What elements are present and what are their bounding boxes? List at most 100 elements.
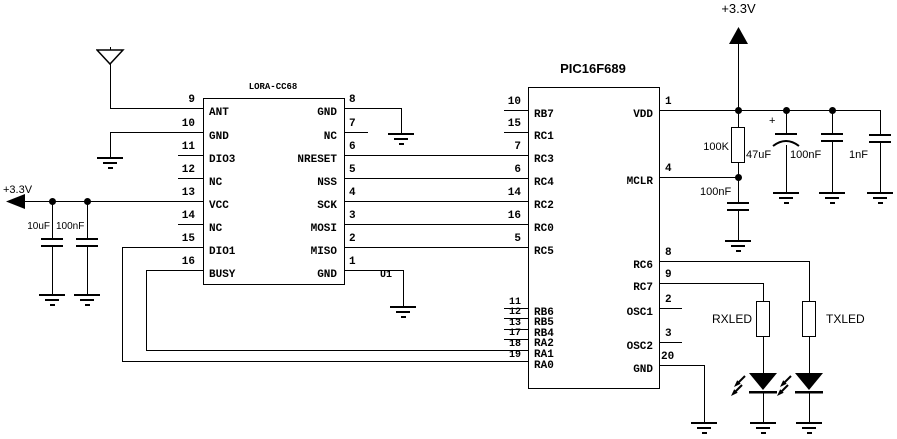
capacitor-plate <box>821 140 843 142</box>
pin-label: RC4 <box>534 177 554 189</box>
wire <box>401 108 402 133</box>
ground-icon <box>390 306 416 318</box>
pullup-resistor-body <box>731 127 745 163</box>
pin-label: SCK <box>317 200 337 212</box>
tx-led-resistor-body <box>802 301 816 337</box>
lora-module-body <box>203 98 345 285</box>
pin-label: MOSI <box>310 223 337 235</box>
wire <box>110 132 111 157</box>
pin-label: VDD <box>633 109 653 121</box>
wire <box>786 110 787 133</box>
wire <box>403 270 404 306</box>
pin-label: RC2 <box>534 200 554 212</box>
pin-label: RA2 <box>534 338 554 350</box>
wire <box>504 318 528 319</box>
pin-number: 15 <box>181 233 195 245</box>
wire <box>809 392 810 422</box>
wire <box>809 337 810 373</box>
capacitor-plate <box>41 238 63 240</box>
wire <box>738 110 739 127</box>
pin-label: RA0 <box>534 360 554 372</box>
capacitor-plate <box>869 141 891 143</box>
wire <box>504 132 528 133</box>
pic-mcu-body <box>528 87 660 389</box>
power-net-label-top: +3.3V <box>721 1 756 16</box>
wire <box>704 365 705 422</box>
pin-number: 18 <box>508 339 521 350</box>
ground-icon <box>867 192 893 204</box>
pin-number: 10 <box>507 96 521 108</box>
ground-icon <box>388 133 414 145</box>
cap-label-10uf: 10uF <box>27 221 50 232</box>
lora-title: LORA-CC68 <box>248 82 298 92</box>
wire <box>87 247 88 294</box>
wire <box>343 270 404 271</box>
capacitor-plate <box>76 245 98 247</box>
ground-icon <box>750 422 776 434</box>
capacitor-plate <box>727 209 749 211</box>
pin-number: 4 <box>665 163 672 175</box>
pin-number: 11 <box>181 141 195 153</box>
wire <box>146 350 528 351</box>
wire <box>880 143 881 192</box>
wire <box>146 270 203 271</box>
wire <box>22 201 203 202</box>
junction-dot <box>735 174 742 181</box>
wire <box>658 308 682 309</box>
pin-label: GND <box>317 107 337 119</box>
wire <box>658 177 738 178</box>
pin-label: GND <box>317 269 337 281</box>
pin-label: DIO1 <box>209 246 236 258</box>
capacitor-plate <box>869 134 891 136</box>
pin-number: 5 <box>349 164 356 176</box>
ground-icon <box>773 192 799 204</box>
pin-number: 13 <box>181 187 195 199</box>
wire <box>122 247 203 248</box>
pin-number: 7 <box>514 141 521 153</box>
pin-number: 8 <box>349 94 356 106</box>
wire <box>122 361 528 362</box>
capacitor-plate <box>821 133 843 135</box>
junction-dot <box>783 107 790 114</box>
ground-icon <box>796 422 822 434</box>
rx-led-resistor-body <box>756 301 770 337</box>
pin-number: 11 <box>508 297 521 308</box>
wire <box>87 201 88 238</box>
pin-label: RC0 <box>534 223 554 235</box>
wire <box>763 337 764 373</box>
pin-label: NC <box>209 223 223 235</box>
pin-label: RC5 <box>534 246 554 258</box>
pin-number: 17 <box>508 328 521 339</box>
wire <box>146 270 147 350</box>
wire <box>880 110 881 134</box>
pin-label: RB6 <box>534 307 554 319</box>
cap-polarity-plus: + <box>769 115 776 127</box>
pin-number: 20 <box>661 351 675 363</box>
txled-label: TXLED <box>826 312 865 326</box>
pin-number: 10 <box>181 118 195 130</box>
pin-number: 1 <box>665 96 672 108</box>
pin-label: NSS <box>317 177 337 189</box>
wire <box>658 342 682 343</box>
pin-number: 9 <box>188 94 195 106</box>
wire <box>504 308 528 309</box>
pin-number: 16 <box>507 210 521 222</box>
wire <box>110 47 111 108</box>
pin-number: 2 <box>665 294 672 306</box>
pin-number: 7 <box>349 118 356 130</box>
cap-label-100nf-rail: 100nF <box>790 149 822 161</box>
capacitor-plate <box>76 238 98 240</box>
wire <box>738 177 739 202</box>
pin-label: ANT <box>209 107 229 119</box>
pin-label: NC <box>323 131 337 143</box>
wire <box>110 132 203 133</box>
rx-led-icon <box>731 373 777 396</box>
antenna-icon <box>96 49 125 66</box>
cap-label-100nf-left: 100nF <box>56 221 85 232</box>
wire <box>786 145 787 192</box>
junction-dot <box>829 107 836 114</box>
pin-label: RC1 <box>534 131 554 143</box>
pin-label: GND <box>209 131 229 143</box>
wire <box>738 211 739 240</box>
